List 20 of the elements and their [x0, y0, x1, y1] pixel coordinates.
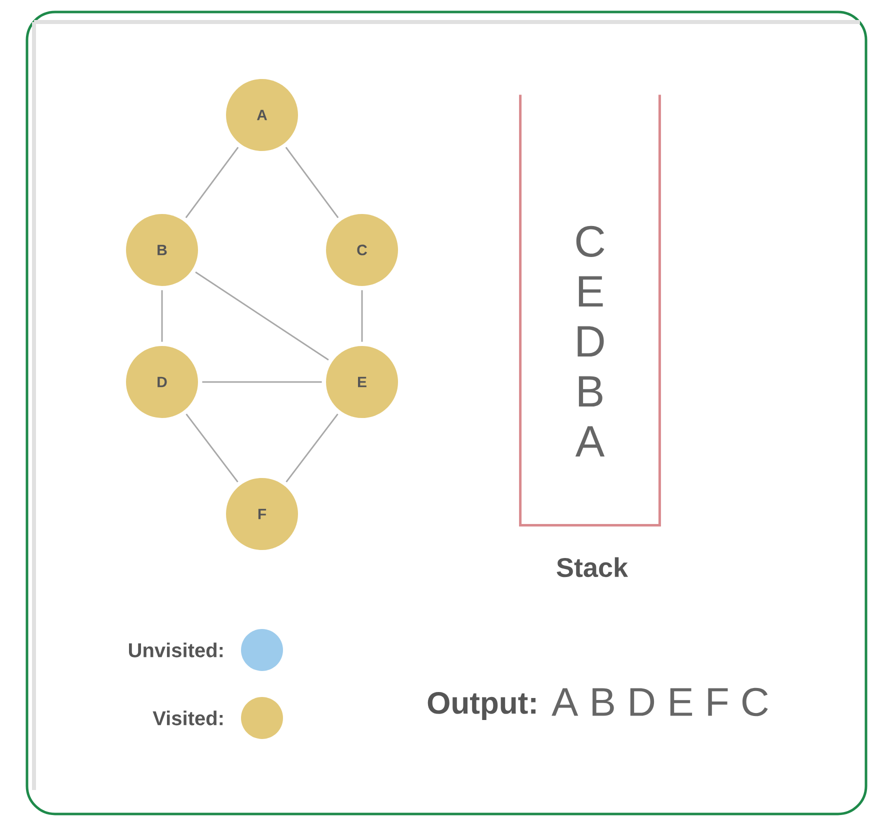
graph-node: D	[126, 346, 198, 418]
stack-caption: Stack	[556, 557, 628, 578]
graph-node: A	[226, 79, 298, 151]
graph-node: B	[126, 214, 198, 286]
graph-node: F	[226, 478, 298, 550]
edge-line	[185, 146, 239, 218]
legend-label: Visited:	[152, 710, 223, 726]
edge-line	[285, 146, 339, 218]
edge-line	[286, 414, 338, 482]
edge-line	[361, 290, 363, 342]
output-sequence: A B D E F C	[552, 688, 768, 716]
edge-line	[186, 414, 238, 482]
graph-node: E	[326, 346, 398, 418]
edge-line	[195, 272, 329, 360]
graph-node: C	[326, 214, 398, 286]
legend-label: Unvisited:	[129, 642, 223, 658]
edge-line	[161, 290, 163, 342]
output-label: Output:	[428, 692, 536, 720]
stack-box: C E D B A	[519, 94, 661, 526]
edge-line	[202, 381, 322, 383]
